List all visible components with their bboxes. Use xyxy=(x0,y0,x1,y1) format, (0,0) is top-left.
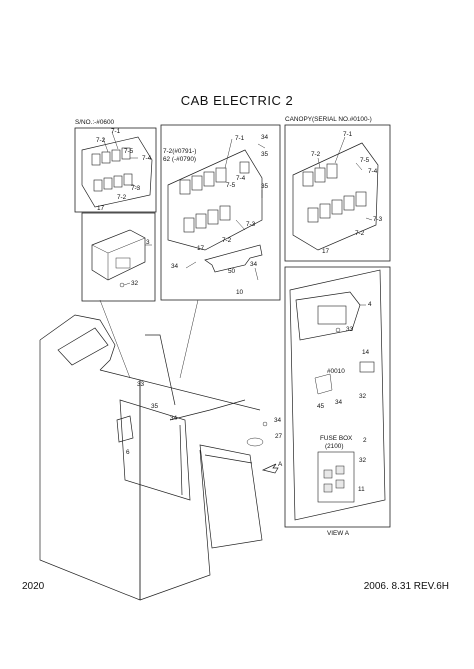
cab-label-34b: 34 xyxy=(274,417,282,424)
view-label-14: 14 xyxy=(362,349,370,356)
view-label-32b: 32 xyxy=(359,457,367,464)
view-label-33: 33 xyxy=(346,326,354,333)
cab-label-27: 27 xyxy=(275,433,283,440)
mid-label-34c: 34 xyxy=(250,261,258,268)
view-label-34: 34 xyxy=(335,399,343,406)
sn-panel-caption: S/NO.:-#0600 xyxy=(75,119,115,126)
cab-label-33: 33 xyxy=(137,381,145,388)
canopy-label-7-2b: 7-2 xyxy=(355,230,365,237)
relay-group xyxy=(91,147,133,192)
fuse-box-label: FUSE BOX xyxy=(320,435,353,442)
sn-label-17: 17 xyxy=(97,205,105,212)
unit-panel: 3 32 xyxy=(81,212,156,302)
relay-group xyxy=(179,161,250,233)
sn-label-7-1: 7-1 xyxy=(111,128,121,135)
canopy-label-7-3: 7-3 xyxy=(373,216,383,223)
cab-label-6: 6 xyxy=(126,449,130,456)
page-number: 2020 xyxy=(22,581,45,592)
canopy-label-17: 17 xyxy=(322,248,330,255)
view-label-11: 11 xyxy=(358,486,365,493)
mid-label-7-4: 7-4 xyxy=(236,175,246,182)
canopy-label-7-2: 7-2 xyxy=(311,151,321,158)
mid-label-34b: 34 xyxy=(171,263,179,270)
mid-panel: 7-2(#0791-) 62 (-#0790) 7-1 34 35 7-5 7-… xyxy=(160,124,281,301)
cab-label-A: A xyxy=(278,461,283,468)
canopy-panel: CANOPY(SERIAL NO.#0100-) 7-1 7-2 7-5 7-4… xyxy=(284,116,391,262)
canopy-caption: CANOPY(SERIAL NO.#0100-) xyxy=(285,116,372,123)
mid-label-17: 17 xyxy=(197,245,205,252)
sn-label-7-2b: 7-2 xyxy=(117,194,127,201)
unit-label-3: 3 xyxy=(146,239,150,246)
canopy-label-7-5: 7-5 xyxy=(360,157,370,164)
view-label-0010: #0010 xyxy=(327,368,345,375)
mid-label-35b: 35 xyxy=(261,183,269,190)
view-label-32: 32 xyxy=(359,393,367,400)
cab-label-35: 35 xyxy=(151,403,159,410)
mid-label-7-2: 7-2 xyxy=(222,237,232,244)
mid-label-50: 50 xyxy=(228,268,236,275)
mid-label-10: 10 xyxy=(236,289,244,296)
relay-group xyxy=(302,163,367,223)
view-label-2: 2 xyxy=(363,437,367,444)
view-panel: VIEW A 4 33 14 #0010 45 34 32 FUSE BOX (… xyxy=(284,266,391,537)
unit-label-32: 32 xyxy=(131,280,139,287)
view-label-4: 4 xyxy=(368,301,372,308)
mid-caption-b: 62 (-#0790) xyxy=(163,156,196,163)
sn-label-7-5: 7-5 xyxy=(124,148,134,155)
view-caption: VIEW A xyxy=(327,530,350,537)
cab-assembly: 33 35 34 6 34 27 A xyxy=(39,314,283,601)
mid-caption-a: 7-2(#0791-) xyxy=(163,148,196,155)
mid-label-7-5: 7-5 xyxy=(226,182,236,189)
mid-label-35: 35 xyxy=(261,151,269,158)
sn-label-7-2: 7-2 xyxy=(96,137,106,144)
sn-panel: S/NO.:-#0600 7-1 7-2 7-5 7-4 7-3 7-2 17 xyxy=(74,119,157,213)
canopy-label-7-1: 7-1 xyxy=(343,131,353,138)
mid-label-7-3: 7-3 xyxy=(246,221,256,228)
sn-label-7-4: 7-4 xyxy=(142,155,152,162)
fuse-box-sub: (2100) xyxy=(325,443,343,450)
page-title: CAB ELECTRIC 2 xyxy=(180,93,294,108)
view-label-45: 45 xyxy=(317,403,325,410)
cab-label-34: 34 xyxy=(170,415,178,422)
sn-label-7-3: 7-3 xyxy=(131,185,141,192)
leader-lines xyxy=(99,299,199,379)
canopy-label-7-4: 7-4 xyxy=(368,168,378,175)
mid-label-7-1: 7-1 xyxy=(235,135,245,142)
mid-label-34: 34 xyxy=(261,134,269,141)
date-revision: 2006. 8.31 REV.6H xyxy=(363,581,449,592)
